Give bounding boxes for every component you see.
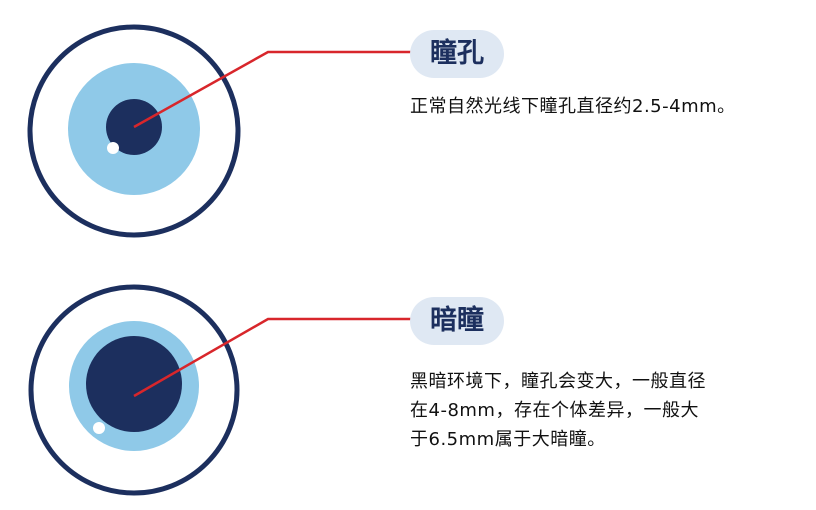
panel-normal-pupil: 瞳孔 正常自然光线下瞳孔直径约2.5-4mm。 xyxy=(27,24,736,238)
panel-title: 瞳孔 xyxy=(410,30,504,78)
panel-description: 黑暗环境下，瞳孔会变大，一般直径 在4-8mm，存在个体差异，一般大 于6.5m… xyxy=(410,367,706,454)
panel-title: 暗瞳 xyxy=(410,297,504,345)
panel-dark-pupil: 暗瞳 黑暗环境下，瞳孔会变大，一般直径 在4-8mm，存在个体差异，一般大 于6… xyxy=(0,255,816,510)
description-line: 于6.5mm属于大暗瞳。 xyxy=(410,429,606,450)
pupil-highlight xyxy=(107,142,119,154)
pointer-line xyxy=(133,50,412,129)
description-line: 黑暗环境下，瞳孔会变大，一般直径 xyxy=(410,371,706,392)
pupil-highlight xyxy=(93,422,105,434)
description-line: 正常自然光线下瞳孔直径约2.5-4mm。 xyxy=(410,96,736,117)
pointer-line xyxy=(133,317,412,398)
pupil xyxy=(86,336,182,432)
eye-diagram-normal xyxy=(27,24,412,238)
panel-description: 正常自然光线下瞳孔直径约2.5-4mm。 xyxy=(410,92,736,121)
description-line: 在4-8mm，存在个体差异，一般大 xyxy=(410,400,699,421)
eye-diagram-dark xyxy=(28,284,412,496)
